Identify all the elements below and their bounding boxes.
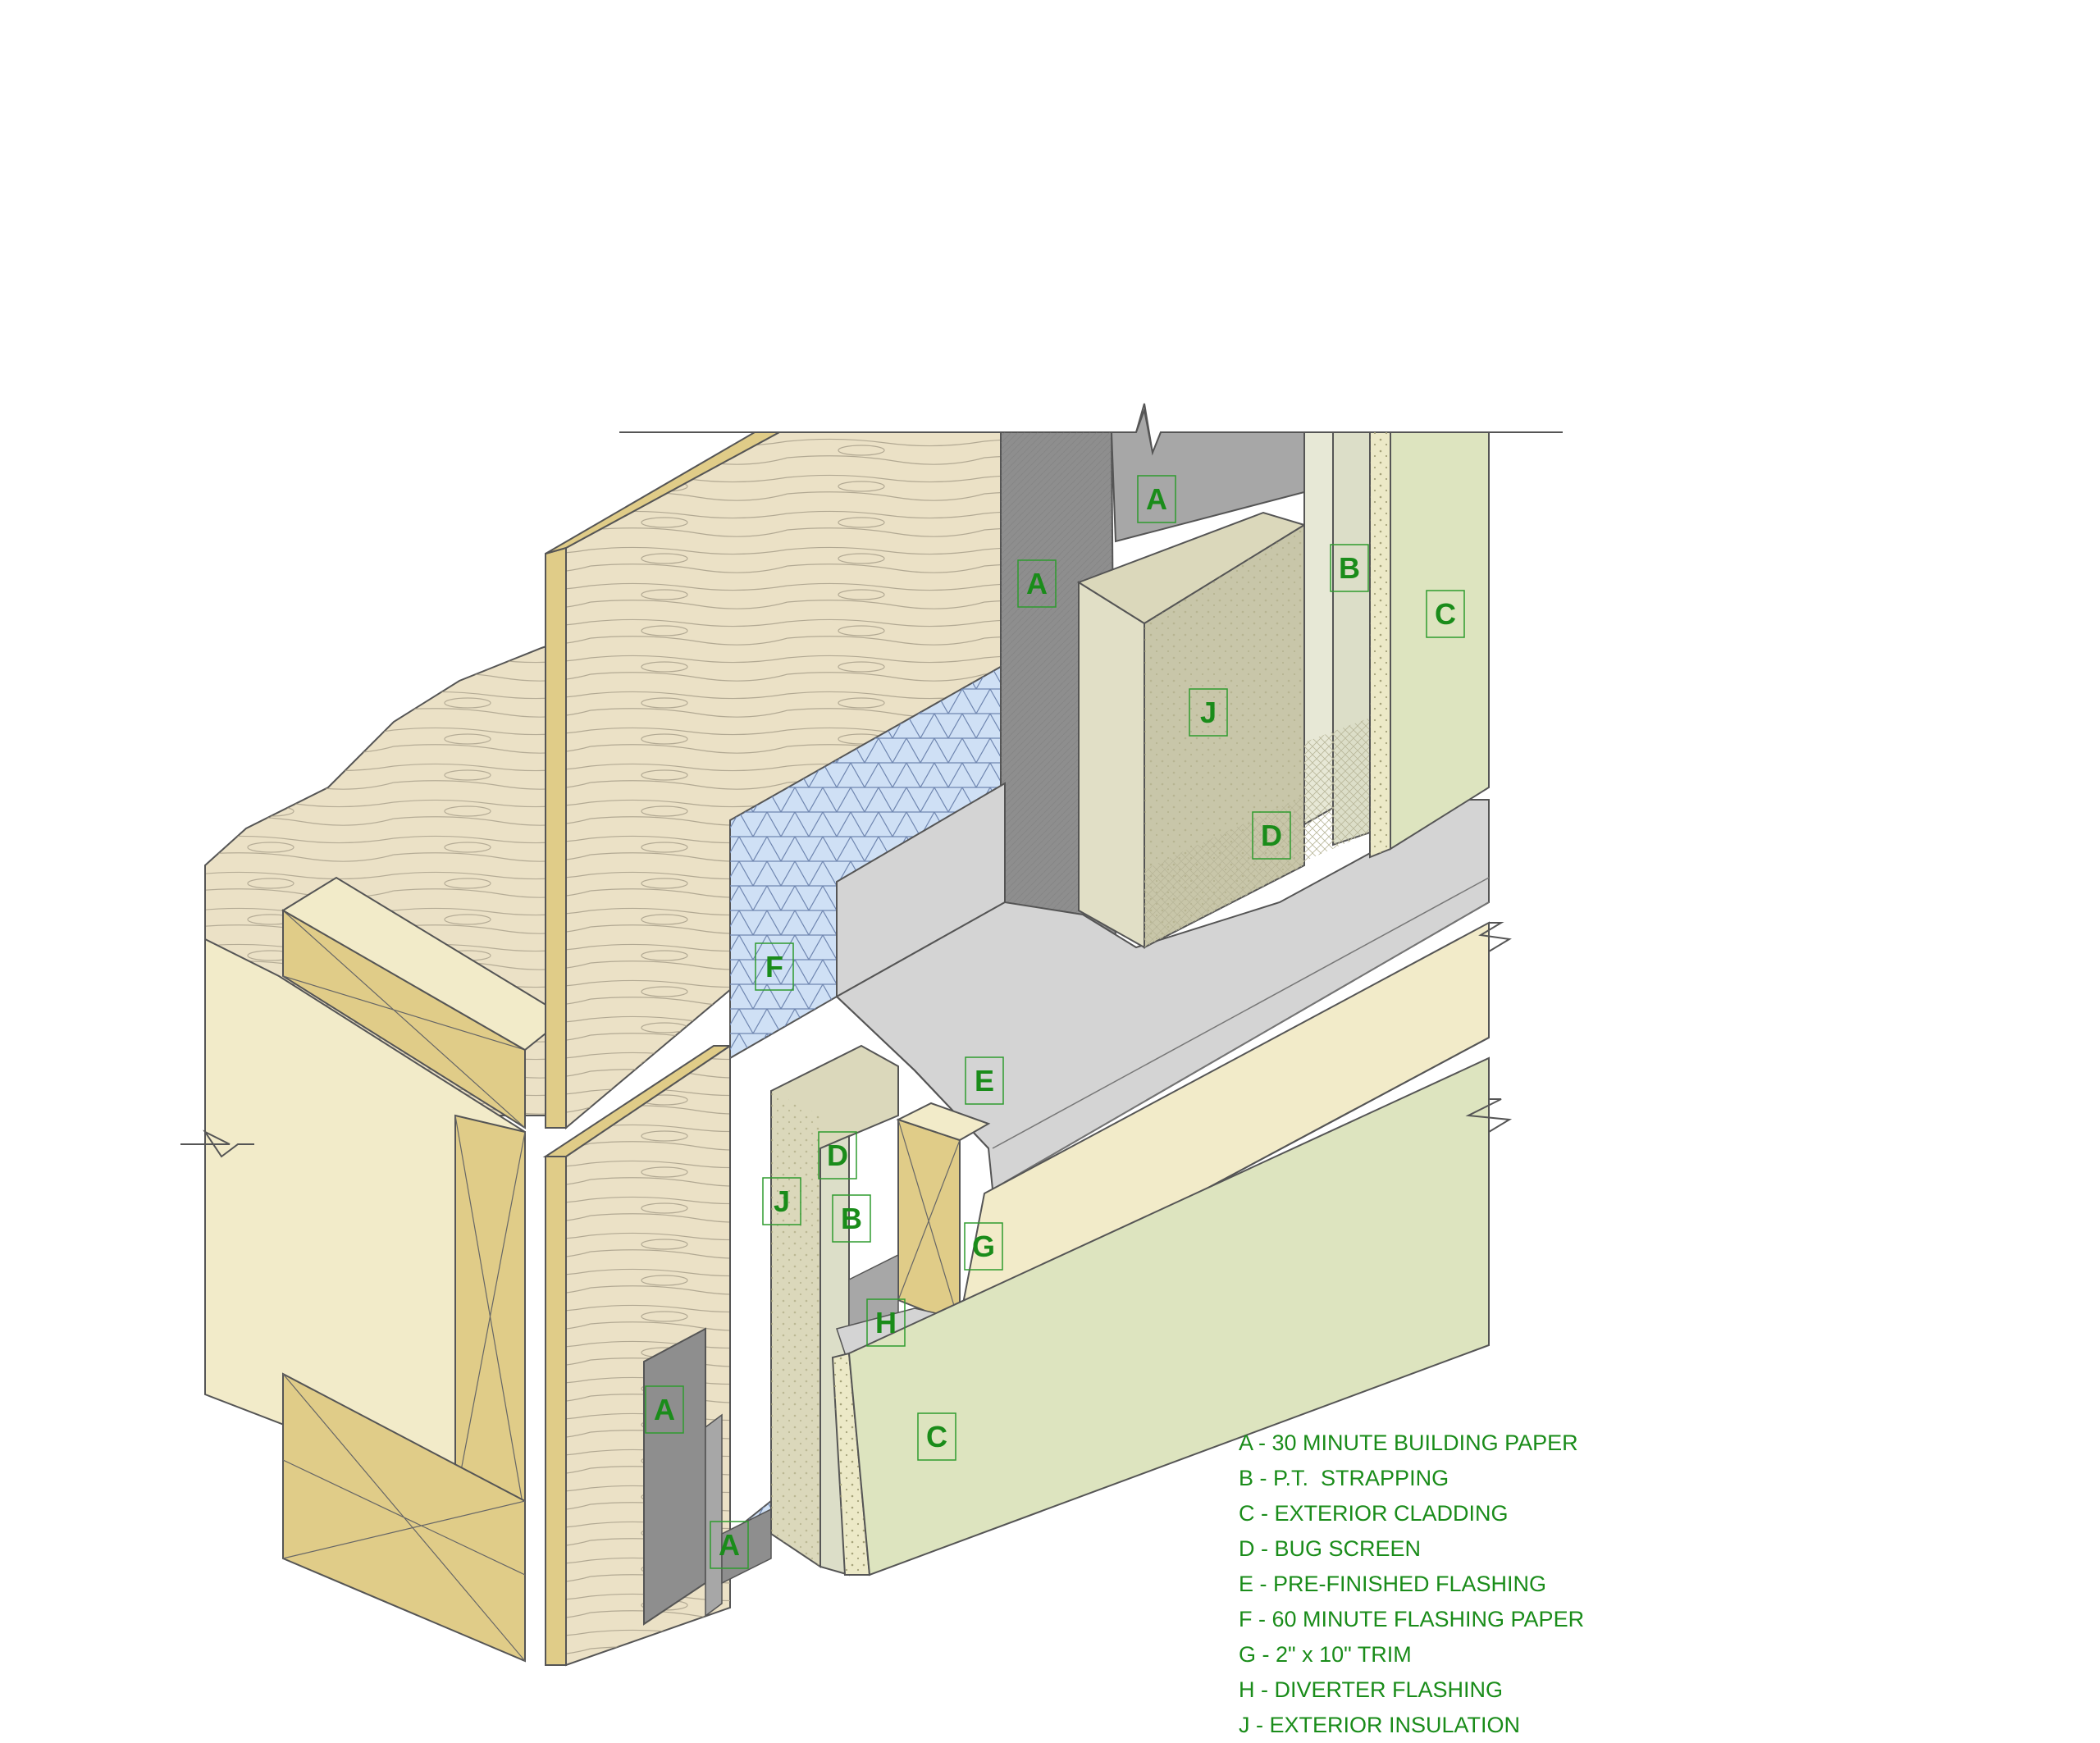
exterior-insulation-upper: [1076, 511, 1307, 949]
svg-text:D: D: [827, 1138, 848, 1172]
right-break-line-1: [1478, 922, 1512, 952]
svg-text:B: B: [1339, 551, 1360, 585]
stud-end: [454, 1114, 526, 1519]
callout-e: E: [965, 1056, 1004, 1105]
legend-item-c: C - EXTERIOR CLADDING: [1239, 1501, 1509, 1526]
callout-b-low: B: [832, 1194, 871, 1243]
svg-text:B: B: [841, 1202, 862, 1235]
callout-j-top: J: [1189, 688, 1228, 737]
trim-end: [896, 1102, 991, 1326]
cladding-lower: [831, 1056, 1490, 1576]
legend-item-b: B - P.T. STRAPPING: [1239, 1466, 1449, 1490]
pre-finished-flashing: [835, 782, 1490, 1191]
right-break-line-2: [1465, 1098, 1513, 1133]
svg-text:A: A: [719, 1528, 740, 1562]
legend-item-j: J - EXTERIOR INSULATION: [1239, 1713, 1521, 1737]
legend-item-g: G - 2" x 10" TRIM: [1239, 1642, 1412, 1667]
callout-a-top: A: [1137, 475, 1176, 523]
callout-d-low: D: [818, 1131, 857, 1179]
callout-c-top: C: [1426, 590, 1465, 638]
building-paper-lower: [643, 1327, 772, 1626]
svg-text:J: J: [774, 1184, 790, 1218]
legend-item-h: H - DIVERTER FLASHING: [1239, 1677, 1504, 1702]
svg-text:C: C: [926, 1420, 947, 1453]
svg-text:A: A: [1026, 567, 1048, 600]
strapping-upper: [1303, 431, 1371, 861]
cladding-upper: [1369, 431, 1490, 859]
svg-text:C: C: [1435, 597, 1456, 631]
callout-a-low2: A: [710, 1521, 749, 1569]
svg-text:A: A: [1146, 482, 1167, 516]
legend-item-f: F - 60 MINUTE FLASHING PAPER: [1239, 1607, 1585, 1631]
bottom-plate: [282, 1372, 526, 1663]
upper-sheathing: [545, 431, 1006, 1130]
callout-a-mid: A: [1017, 559, 1057, 608]
callout-j-low: J: [762, 1177, 801, 1225]
callout-d-top: D: [1252, 811, 1291, 860]
legend-item-d: D - BUG SCREEN: [1239, 1536, 1422, 1561]
svg-text:F: F: [765, 950, 783, 983]
legend-item-e: E - PRE-FINISHED FLASHING: [1239, 1572, 1547, 1596]
legend-item-a: A - 30 MINUTE BUILDING PAPER: [1239, 1430, 1578, 1455]
callout-f: F: [755, 942, 794, 991]
svg-text:J: J: [1200, 696, 1217, 729]
callout-c-low: C: [917, 1412, 956, 1461]
callout-a-low1: A: [645, 1385, 684, 1434]
svg-text:D: D: [1261, 819, 1282, 852]
callout-h: H: [866, 1298, 906, 1347]
svg-text:H: H: [875, 1306, 897, 1339]
left-break-line: [180, 1129, 254, 1158]
svg-text:G: G: [972, 1230, 995, 1263]
callout-b-top: B: [1330, 544, 1369, 592]
legend: A - 30 MINUTE BUILDING PAPER B - P.T. ST…: [1239, 1426, 1584, 1743]
svg-text:E: E: [975, 1064, 994, 1097]
callout-g: G: [964, 1222, 1003, 1271]
svg-text:A: A: [654, 1393, 675, 1426]
